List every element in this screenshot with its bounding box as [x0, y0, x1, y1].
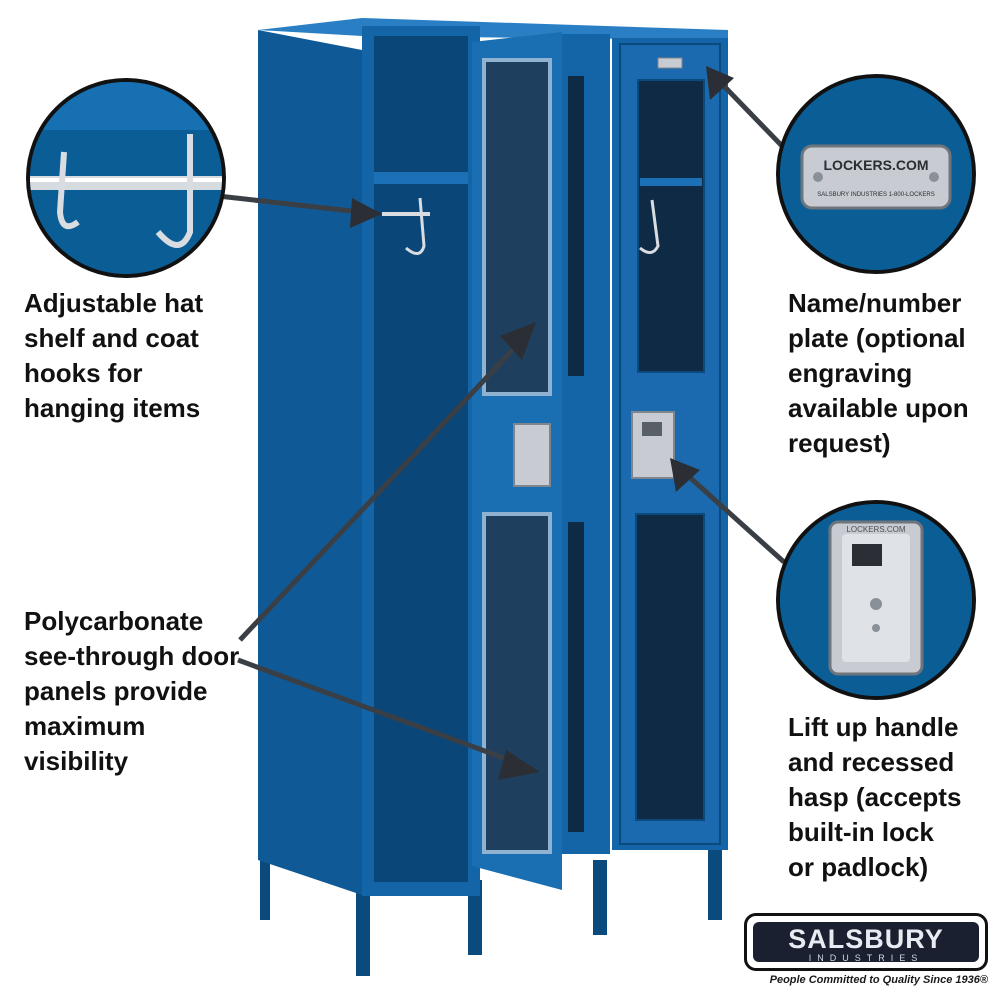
name-plate-detail-icon: LOCKERS.COM SALSBURY INDUSTRIES 1-800-LO…	[780, 78, 972, 270]
brand-tagline: People Committed to Quality Since 1936®	[769, 974, 988, 986]
coat-hooks-detail-circle	[26, 78, 226, 278]
callout-hat-shelf: Adjustable hat shelf and coat hooks for …	[24, 288, 204, 423]
callout-name-plate: Name/number plate (optional engraving av…	[788, 288, 969, 458]
handle-text: LOCKERS.COM	[846, 525, 905, 534]
coat-hook	[405, 197, 426, 255]
logo-brand-name: SALSBURY	[788, 924, 944, 954]
middle-door-lower-window	[482, 512, 552, 854]
name-plate-detail-circle: LOCKERS.COM SALSBURY INDUSTRIES 1-800-LO…	[776, 74, 976, 274]
right-door-handle	[631, 411, 675, 479]
handle-detail-icon: LOCKERS.COM	[780, 504, 972, 696]
locker-side-panel	[258, 30, 362, 895]
plate-text: LOCKERS.COM	[824, 157, 929, 173]
middle-door-handle	[513, 423, 551, 487]
right-door-shelf	[640, 178, 702, 186]
right-door-name-plate	[657, 57, 683, 69]
right-door-lower-window	[635, 513, 705, 821]
callout-handle: Lift up handle and recessed hasp (accept…	[788, 712, 962, 882]
logo-brand-sub: INDUSTRIES	[808, 953, 924, 963]
logo-background: SALSBURY INDUSTRIES	[753, 922, 979, 963]
locker-top	[258, 18, 728, 40]
locker-legs	[260, 850, 722, 976]
salsbury-logo: SALSBURY INDUSTRIES	[744, 913, 988, 971]
hat-shelf	[374, 172, 468, 184]
open-compartment-interior	[374, 36, 468, 882]
callout-polycarbonate: Polycarbonate see-through door panels pr…	[24, 606, 240, 776]
handle-detail-circle: LOCKERS.COM	[776, 500, 976, 700]
right-door-upper-window	[637, 79, 705, 373]
plate-small-text: SALSBURY INDUSTRIES 1-800-LOCKERS	[817, 192, 935, 198]
pointer-arrows	[217, 66, 786, 780]
coat-hooks-detail-icon	[30, 82, 222, 274]
